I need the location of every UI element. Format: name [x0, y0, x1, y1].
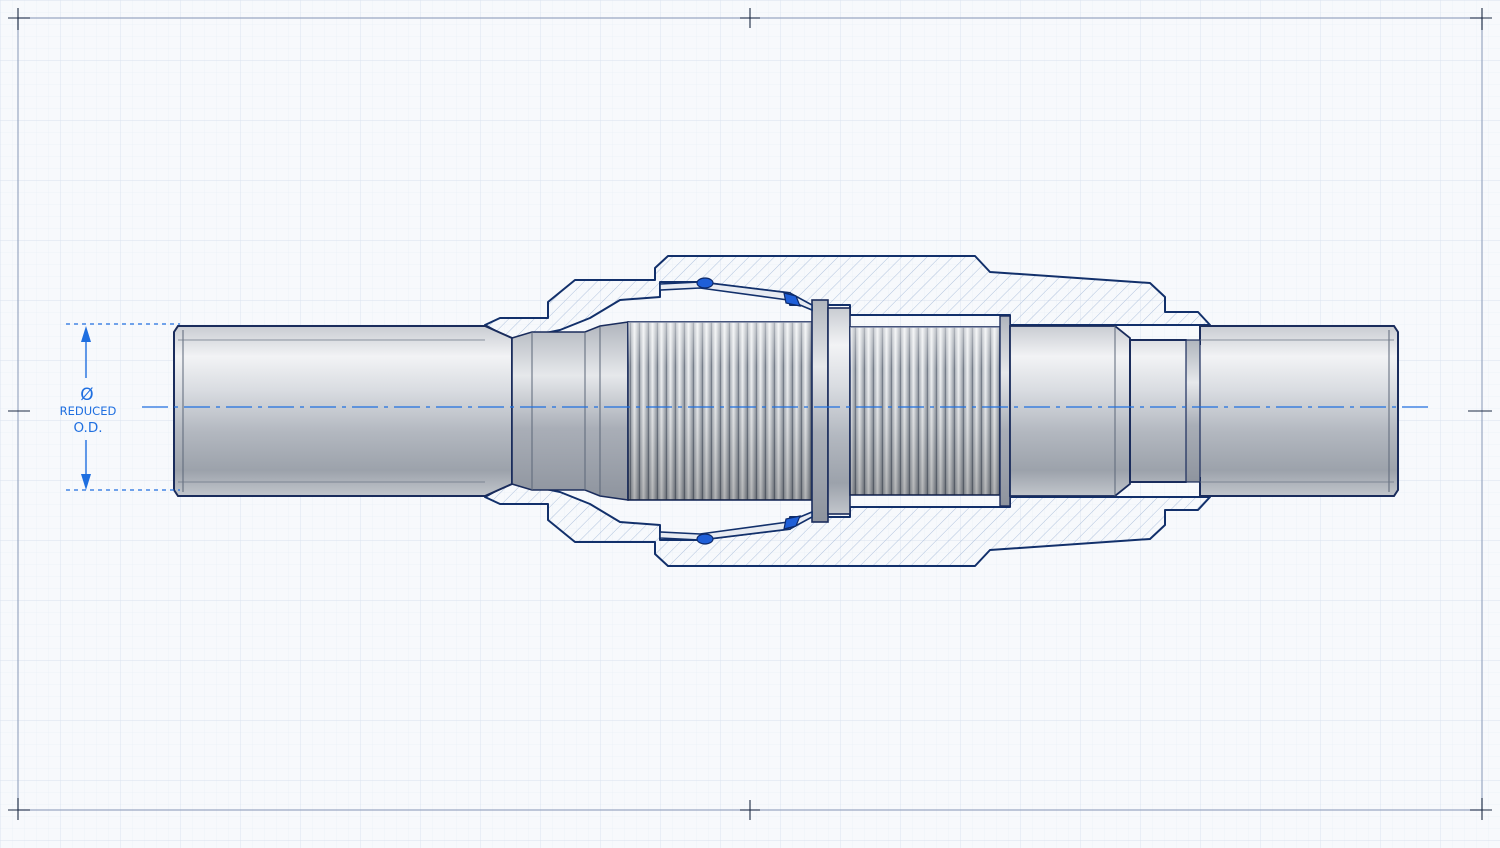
dimension-reduced-od: Ø REDUCED O.D.	[60, 323, 180, 491]
retainer-ring	[659, 281, 813, 541]
registration-marks	[8, 8, 1492, 820]
dimension-label-line1: REDUCED	[60, 404, 117, 418]
seal-ring-lower-right	[783, 515, 801, 530]
coupling-body-section	[484, 255, 1211, 567]
diameter-symbol: Ø	[80, 385, 93, 405]
dimension-arrow-up-icon	[81, 326, 91, 342]
seal-ring-upper-right	[783, 292, 801, 307]
right-bore	[1009, 325, 1131, 497]
center-collar	[811, 299, 851, 523]
seal-rings	[696, 277, 801, 545]
left-taper	[511, 321, 629, 501]
seal-ring-upper-left	[696, 277, 714, 289]
seal-ring-lower-left	[696, 533, 714, 545]
dimension-label-line2: O.D.	[73, 420, 102, 436]
right-pipe	[1129, 325, 1399, 497]
dimension-arrow-down-icon	[81, 474, 91, 490]
left-pipe	[173, 325, 513, 497]
right-thread	[849, 315, 1011, 507]
left-thread	[627, 321, 813, 501]
